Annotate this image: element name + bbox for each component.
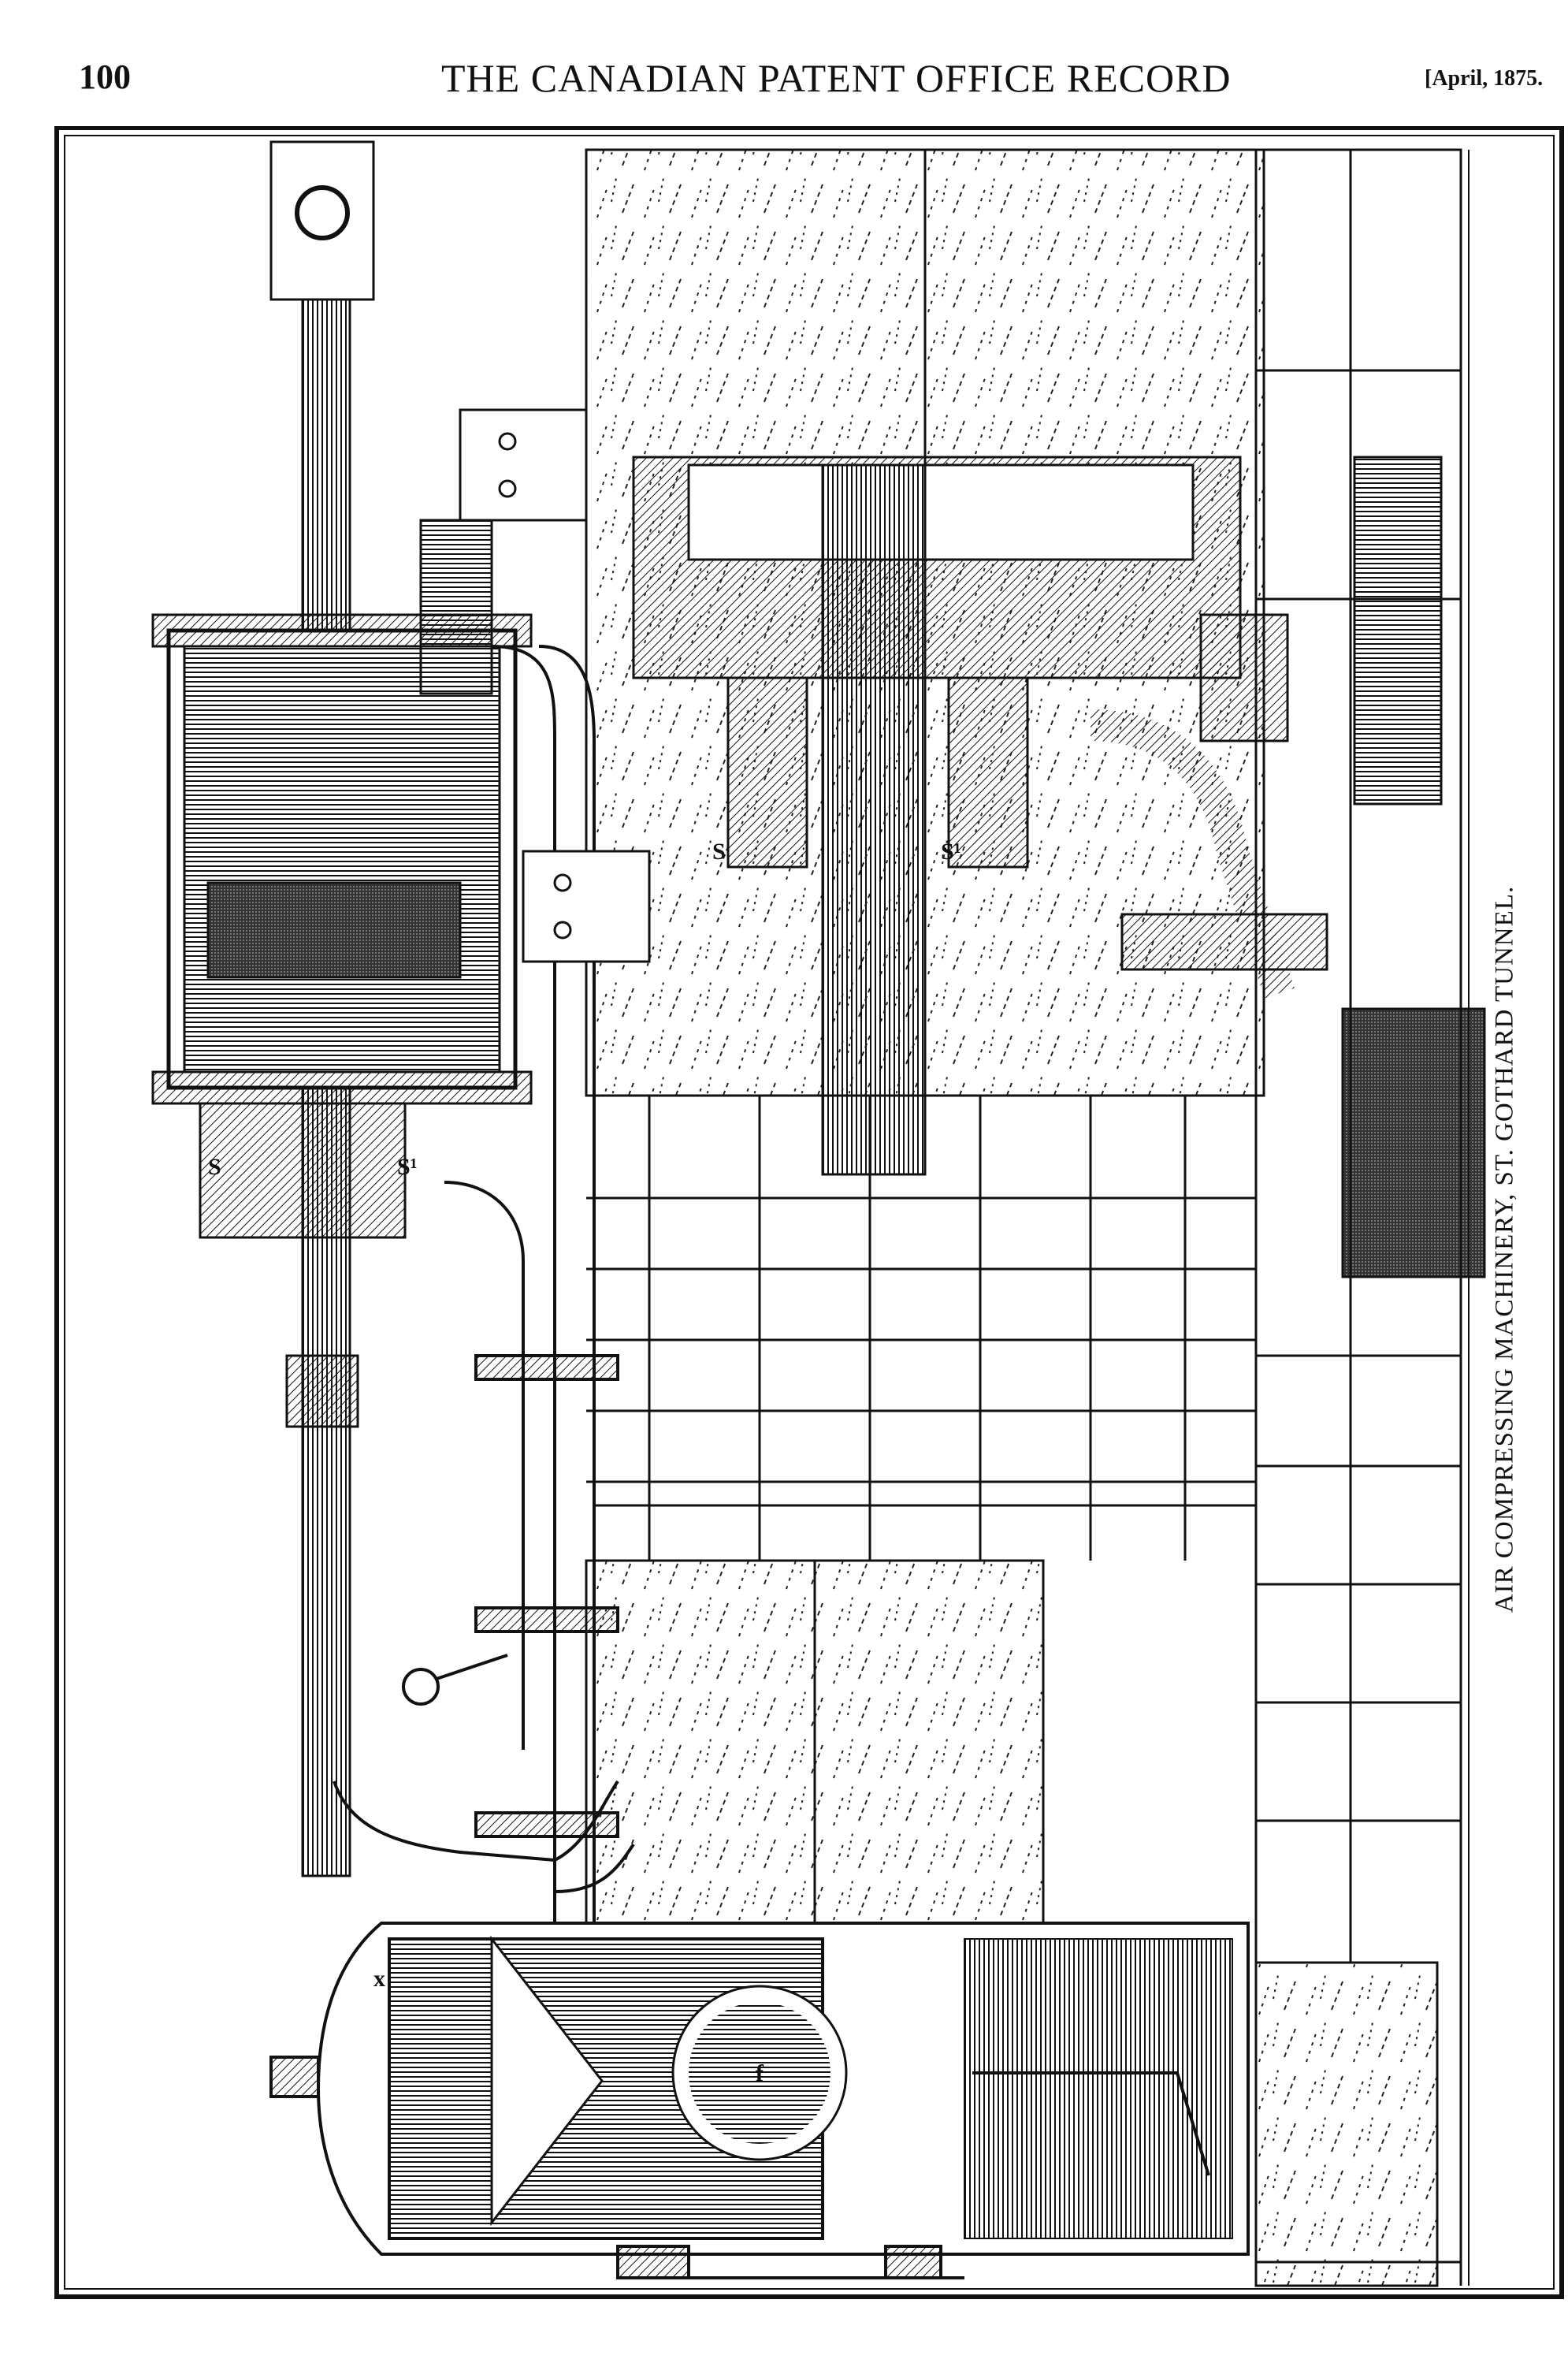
delivery-pipe (333, 645, 635, 1939)
label-s-lower: S (208, 1154, 221, 1180)
figure-caption: AIR COMPRESSING MACHINERY, ST. GOTHARD T… (1442, 796, 1568, 1702)
label-s1-upper: S¹ (941, 839, 961, 865)
air-receiver (269, 1922, 1250, 2279)
page-number: 100 (79, 58, 131, 96)
issue-date: [April, 1875. (1425, 66, 1544, 91)
running-head: THE CANADIAN PATENT OFFICE RECORD (441, 56, 1232, 100)
compression-cylinder (151, 613, 533, 1239)
brickwork (586, 150, 1461, 1963)
label-s1-lower: S¹ (397, 1154, 418, 1180)
figure-caption-text: AIR COMPRESSING MACHINERY, ST. GOTHARD T… (1490, 885, 1519, 1613)
machinery-illustration: S S¹ S S¹ x f (54, 126, 1564, 2299)
label-chamber-x: x (373, 1966, 385, 1992)
label-float-f: f (756, 2060, 764, 2086)
engraving-plate: S S¹ S S¹ x f (50, 126, 1566, 2301)
inner-frame (64, 135, 1555, 2290)
page-header: 100 THE CANADIAN PATENT OFFICE RECORD [A… (0, 0, 1568, 110)
label-s-upper: S (712, 839, 726, 865)
outer-frame (54, 126, 1564, 2299)
bearing-blocks (419, 408, 651, 963)
valve-chest (632, 456, 1443, 1176)
